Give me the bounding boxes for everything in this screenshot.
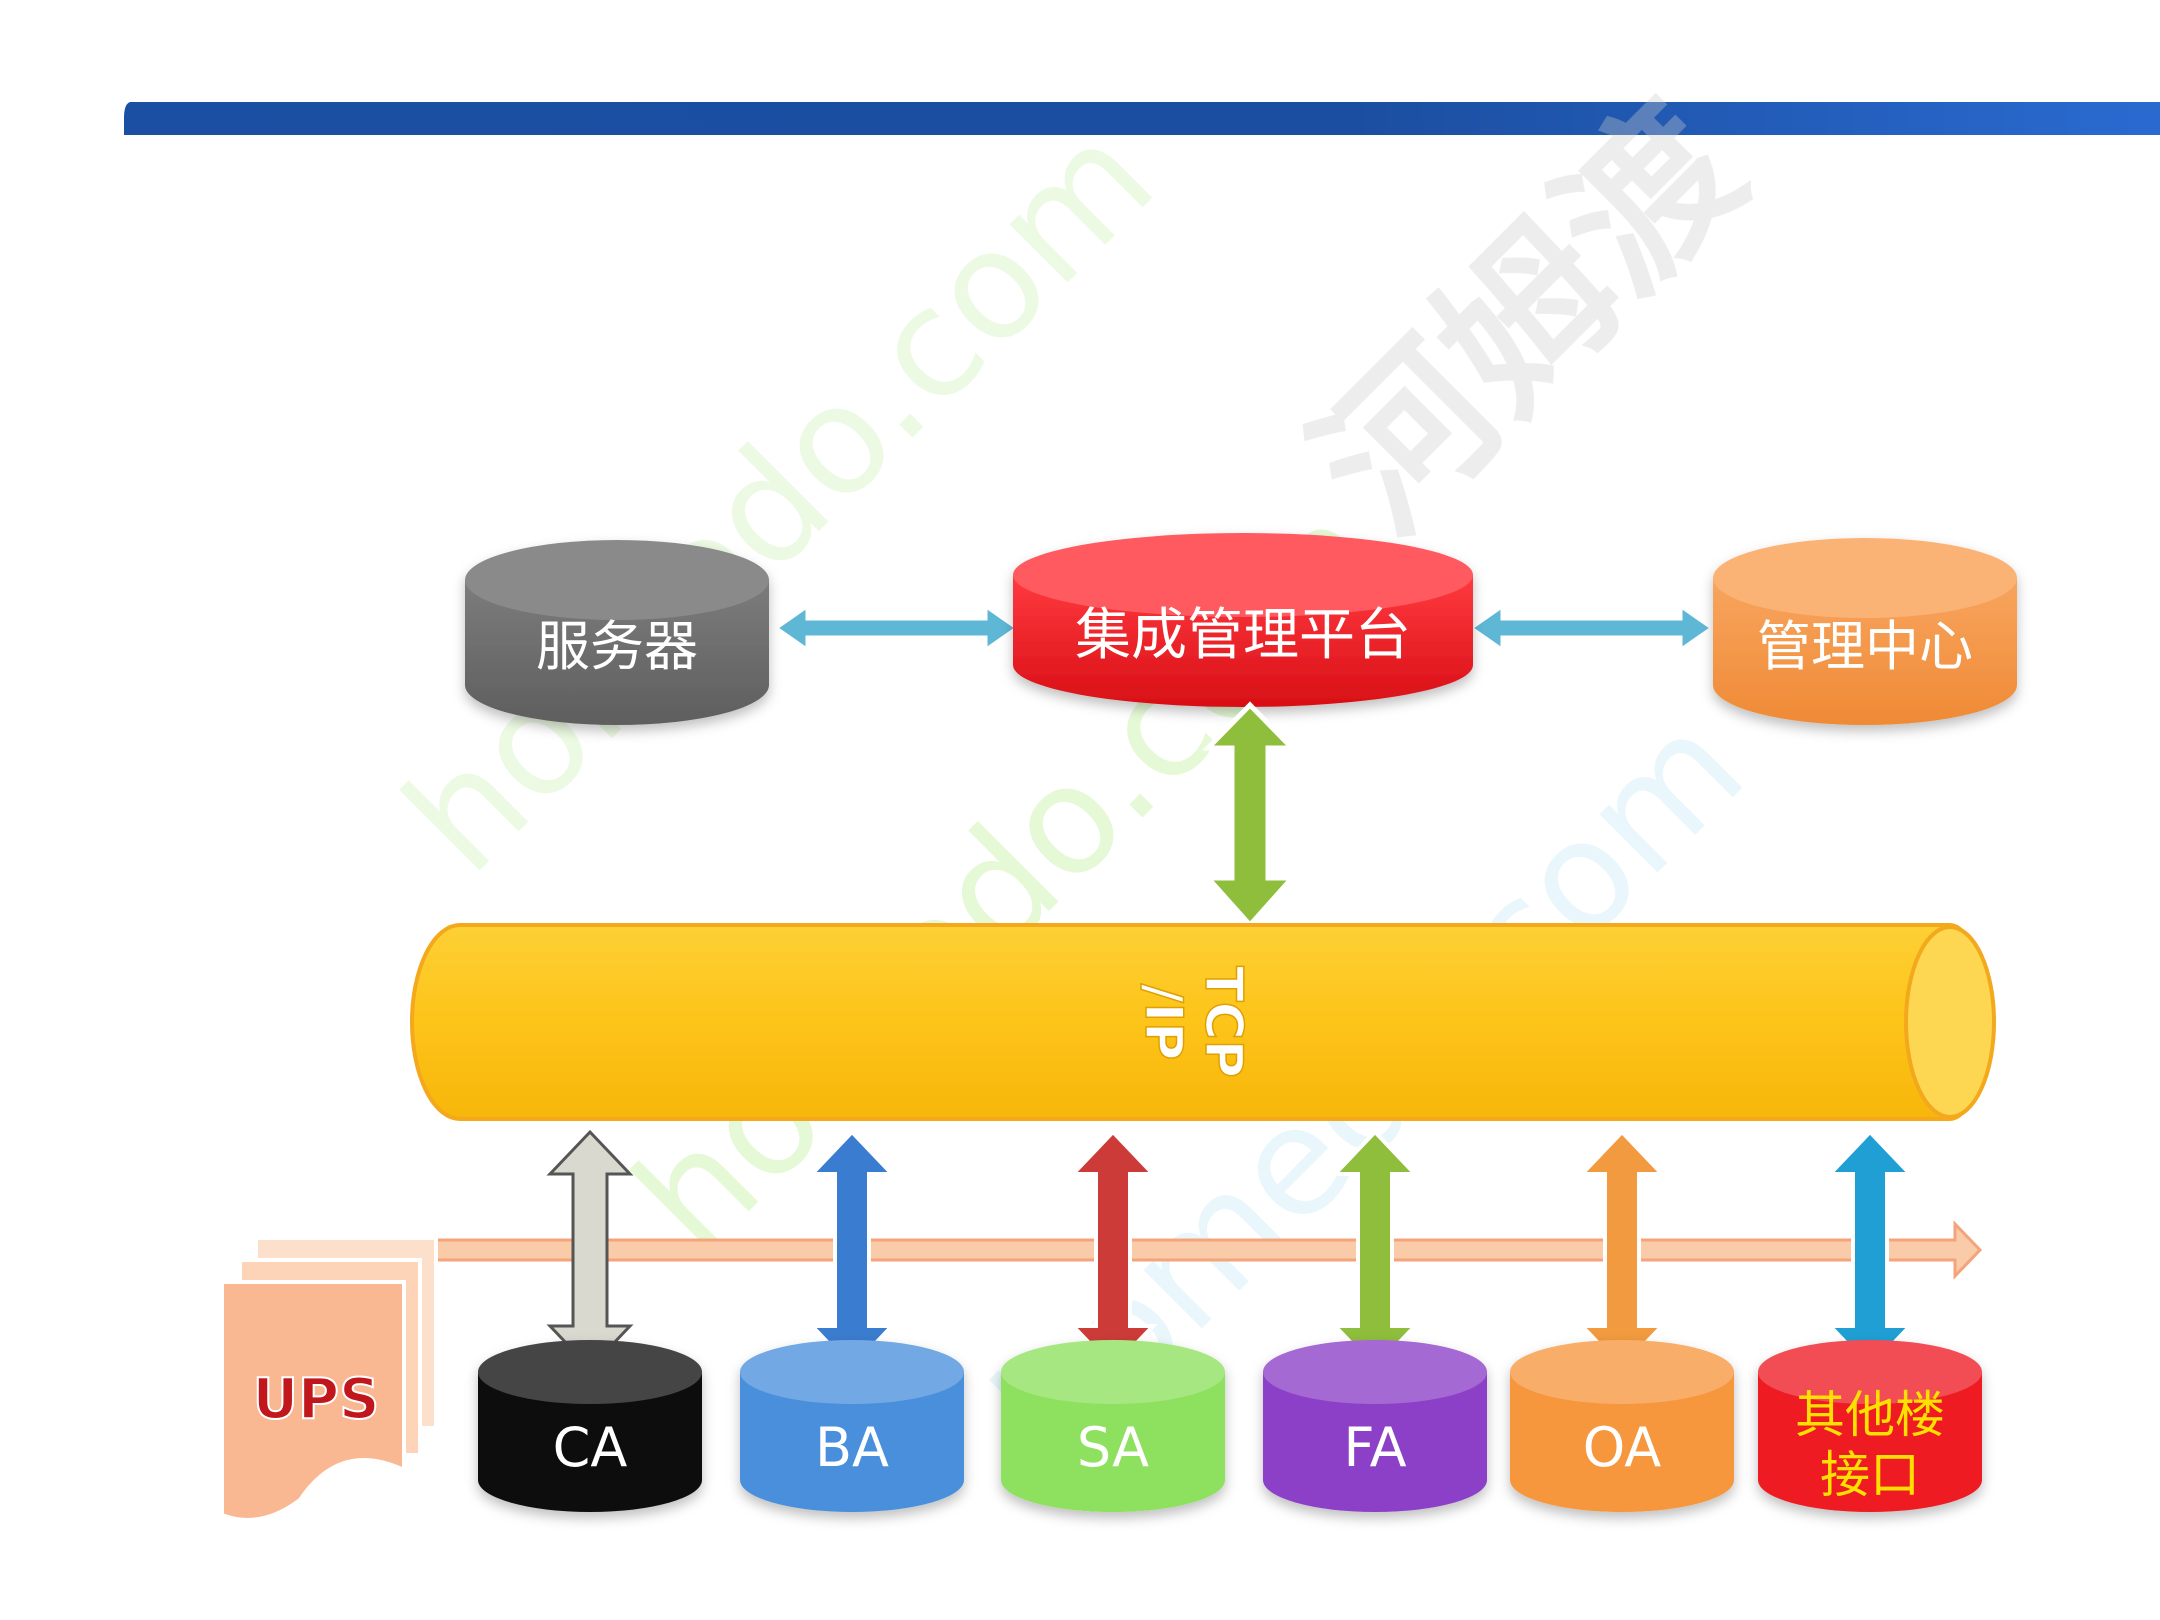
subsystem-cylinder (1263, 1340, 1487, 1512)
subsystem-cylinder (740, 1340, 964, 1512)
subsystem-label-line: 接口 (1820, 1446, 1920, 1504)
platform-center-link (1465, 600, 1718, 656)
subsystem-cylinder (478, 1340, 702, 1512)
bus-label-line2: /IP (1133, 984, 1193, 1060)
ups-feed-arrow (418, 1220, 1983, 1280)
header-bar (124, 102, 2160, 135)
server-platform-link (770, 600, 1023, 656)
subsystem-cylinder (1758, 1340, 1982, 1512)
server-label: 服务器 (536, 615, 698, 678)
subsystem-label: FA (1343, 1416, 1406, 1479)
watermark-text: 河姆渡 (1279, 68, 1780, 569)
platform-bus-link (1202, 701, 1298, 929)
subsystem-row: CA BA SA FA OA 其他楼接口 (478, 1129, 1982, 1512)
ups-label: UPS (253, 1367, 380, 1432)
subsystem-label: SA (1077, 1416, 1149, 1479)
bus-label-line1: TCP (1193, 966, 1253, 1078)
mgmt-center-label: 管理中心 (1757, 615, 1973, 678)
subsystem-label: CA (553, 1416, 628, 1479)
subsystem-label: 其他楼接口 (1795, 1386, 1945, 1504)
subsystem-cylinder (1510, 1340, 1734, 1512)
platform-cylinder (1013, 533, 1473, 707)
tcpip-bus (410, 923, 1996, 1121)
ups-document-stack (220, 1236, 438, 1522)
bus-label: TCP /IP (1132, 965, 1254, 1078)
platform-label: 集成管理平台 (1075, 603, 1411, 668)
subsystem-label: BA (815, 1416, 889, 1479)
mgmt-center-cylinder (1713, 538, 2017, 725)
subsystem-label: OA (1583, 1416, 1662, 1479)
subsystem-cylinder (1001, 1340, 1225, 1512)
subsystem-label-line: 其他楼 (1795, 1386, 1945, 1444)
server-cylinder (465, 540, 769, 725)
